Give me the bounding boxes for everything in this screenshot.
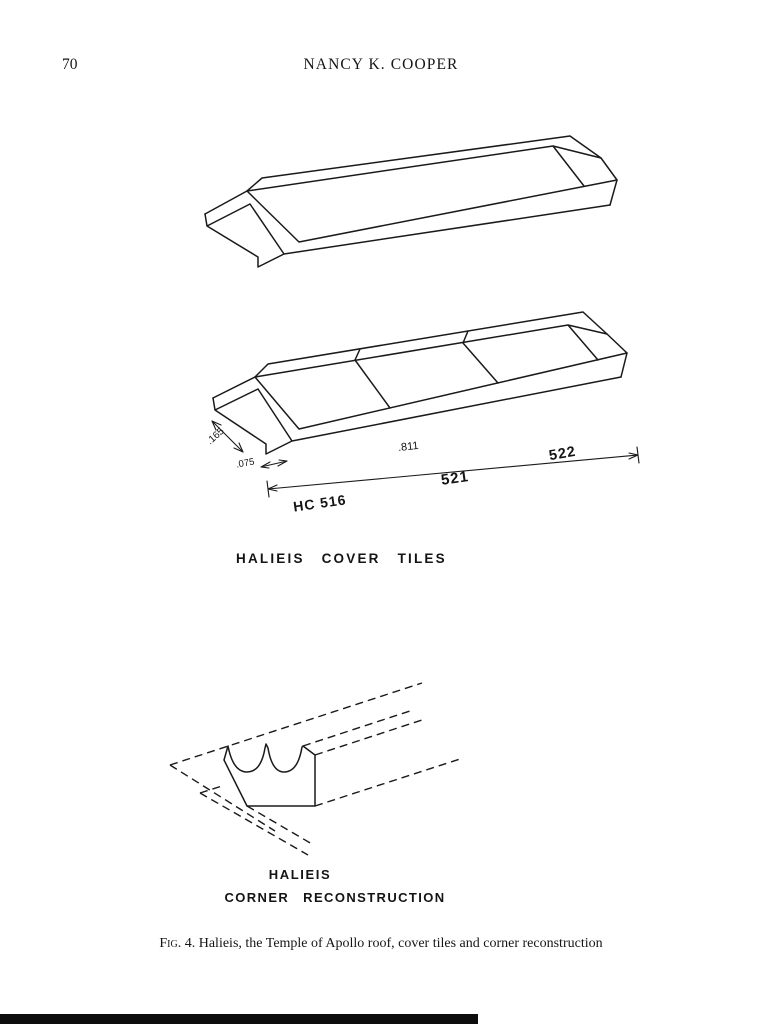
corner-reconstruction-drawing: [169, 682, 461, 856]
figure-caption: Fig. 4. Halieis, the Temple of Apollo ro…: [0, 936, 762, 952]
single-cover-tile-drawing: [204, 135, 618, 268]
corner-title: HALIEIS: [268, 867, 332, 882]
figure-caption-label: Fig. 4.: [159, 936, 196, 951]
running-head: NANCY K. COOPER: [303, 56, 459, 73]
corner-subtitle: CORNER RECONSTRUCTION: [224, 890, 446, 905]
cover-tiles-row-drawing: [211, 311, 640, 498]
page-number: 70: [62, 56, 78, 73]
figure-caption-text: Halieis, the Temple of Apollo roof, cove…: [195, 936, 603, 951]
dimension-label-811: .811: [397, 439, 420, 455]
scan-artifact-bar: [0, 1014, 478, 1024]
cover-tiles-title: HALIEIS COVER TILES: [236, 551, 447, 566]
